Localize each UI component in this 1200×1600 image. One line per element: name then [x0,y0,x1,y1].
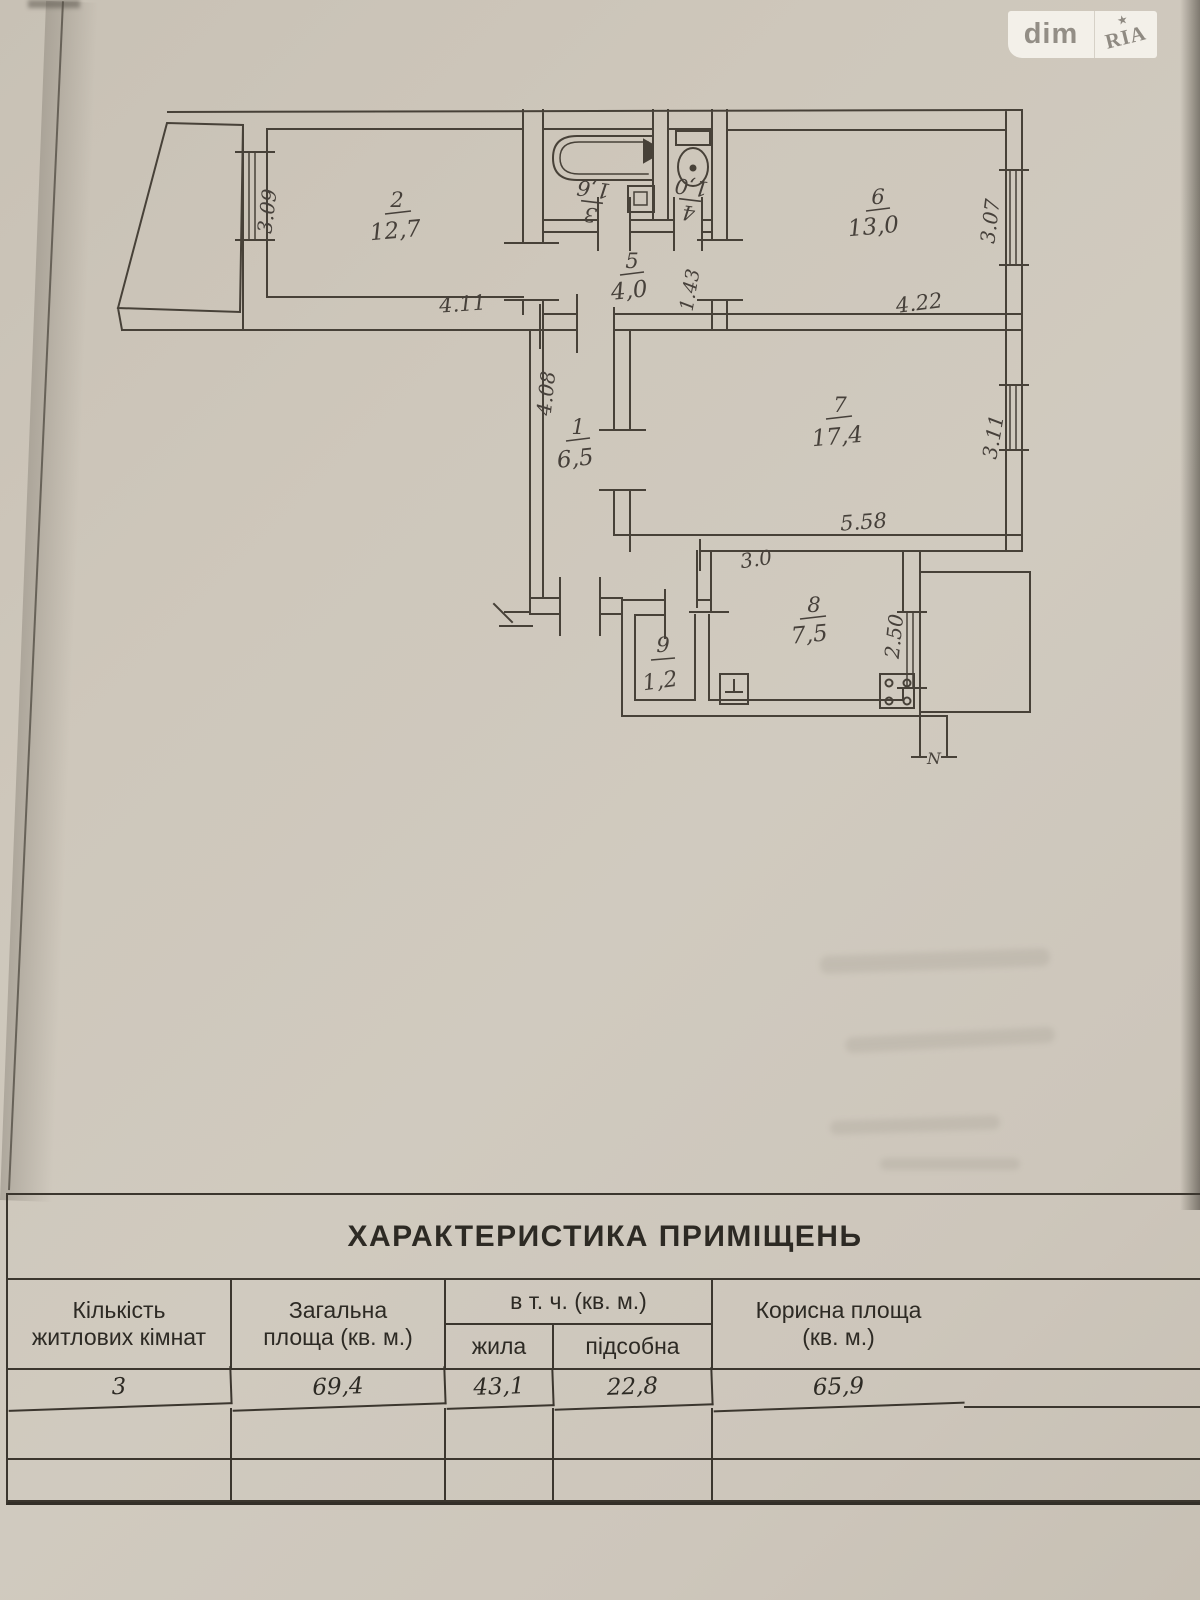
empty-cell [713,1408,964,1460]
balcony-right [919,571,1031,713]
door-ticks [235,151,1029,758]
dimension-label: 4.11 [437,290,486,317]
dimension-label: 4.08 [532,370,561,418]
value-useful-area: 65,9 [712,1365,965,1413]
room-label-5: 5 4,0 [609,249,649,306]
empty-cell [232,1408,446,1460]
svg-text:1,0: 1,0 [674,173,710,201]
dim-ria-logo: dim ★ RIA [1008,11,1157,58]
plan-walls [116,108,1024,758]
logo-dim: dim [1008,11,1095,58]
dimension-label: 3.09 [252,187,281,234]
room-labels: 2 12,7 3 1,6 4 1,0 5 4,0 6 [369,173,900,696]
page-right-shadow [1180,0,1200,1210]
svg-text:4,0: 4,0 [609,276,649,306]
dimension-label: 1.43 [676,267,705,312]
table-title: ХАРАКТЕРИСТИКА ПРИМІЩЕНЬ [347,1219,863,1253]
svg-text:7: 7 [833,393,847,417]
value-room-count: 3 [7,1366,233,1412]
logo-ria: ★ RIA [1095,11,1157,58]
pencil-smudge [880,1158,1020,1170]
header-room-count: Кількість житлових кімнат [8,1280,232,1370]
svg-text:5: 5 [625,249,638,273]
corner-mark [28,0,80,8]
svg-text:4: 4 [681,200,698,225]
header-living: жила [446,1325,554,1370]
dimension-labels: 3.09 4.11 1.43 4.22 3.07 4.08 3.11 5.58 … [252,187,1008,768]
empty-cell [964,1460,1200,1502]
empty-cell [446,1460,554,1502]
empty-cell [713,1460,964,1502]
svg-text:8: 8 [807,593,820,617]
room-label-4: 4 1,0 [674,173,710,226]
svg-text:1,6: 1,6 [576,175,612,203]
north-mark: N [926,749,942,768]
room-label-2: 2 12,7 [369,188,423,246]
room-label-8: 8 7,5 [790,593,829,650]
dimension-label: 2.50 [880,613,909,661]
value-auxiliary-area: 22,8 [553,1367,714,1411]
svg-text:13,0: 13,0 [847,212,900,242]
header-empty [964,1280,1200,1370]
dimension-label: 4.22 [893,288,943,318]
empty-cell [446,1408,554,1460]
empty-cell [8,1460,232,1502]
dimension-label: 3.0 [739,545,774,573]
svg-text:12,7: 12,7 [369,216,423,246]
room-label-9: 9 1,2 [641,633,679,696]
empty-cell [554,1460,713,1502]
header-total-area: Загальна площа (кв. м.) [232,1280,446,1370]
kitchen-sink-icon [719,673,749,705]
svg-text:6,5: 6,5 [556,444,595,474]
empty-cell [554,1408,713,1460]
empty-cell [232,1460,446,1502]
svg-text:17,4: 17,4 [811,422,864,452]
svg-text:1: 1 [571,415,584,439]
dimension-label: 5.58 [839,508,887,535]
header-including-group: в т. ч. (кв. м.) [446,1280,713,1325]
svg-text:9: 9 [656,633,669,657]
svg-text:2: 2 [389,188,403,212]
room-label-7: 7 17,4 [811,393,864,452]
toilet-icon [675,130,711,187]
section-divider [6,1193,1200,1195]
header-useful-area: Корисна площа (кв. м.) [713,1280,964,1370]
header-auxiliary: підсобна [554,1325,713,1370]
characteristics-table: Кількість житлових кімнат Загальна площа… [6,1278,1200,1505]
bathtub-icon [551,135,654,181]
empty-cell [964,1408,1200,1460]
empty-cell [8,1408,232,1460]
room-label-6: 6 13,0 [847,185,900,242]
svg-text:6: 6 [871,185,884,209]
value-empty [964,1370,1200,1408]
dimension-label: 3.07 [975,197,1004,244]
bath-sink-icon [627,185,655,213]
windows [248,151,1017,689]
room-label-3: 3 1,6 [576,175,612,227]
value-living-area: 43,1 [445,1368,555,1410]
svg-text:1,2: 1,2 [641,667,679,697]
table-title-band: ХАРАКТЕРИСТИКА ПРИМІЩЕНЬ [6,1195,1200,1278]
entrance-marks [492,602,533,627]
svg-text:7,5: 7,5 [790,620,829,649]
value-total-area: 69,4 [231,1366,447,1412]
dimension-label: 3.11 [977,413,1008,461]
room-label-1: 1 6,5 [556,415,595,474]
svg-text:3: 3 [583,202,599,227]
stove-icon [879,673,915,709]
